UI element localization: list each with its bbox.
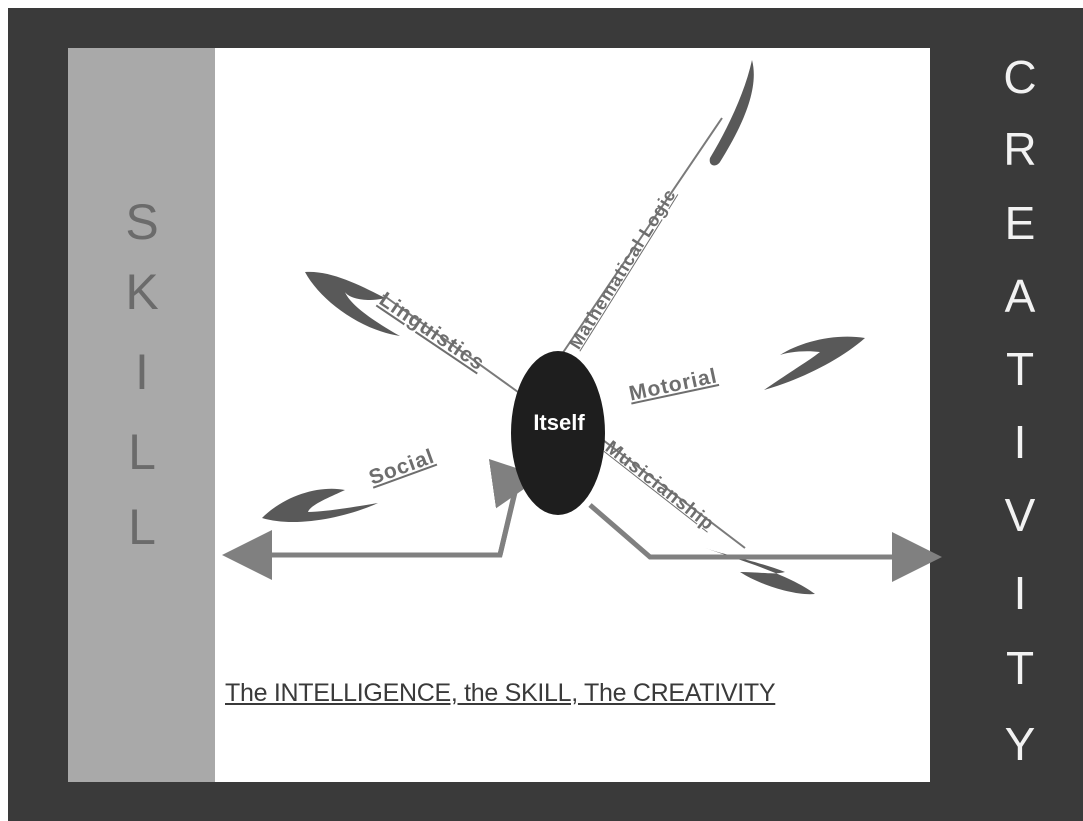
itself-label: Itself — [513, 410, 605, 436]
diagram-caption: The INTELLIGENCE, the SKILL, The CREATIV… — [225, 679, 775, 708]
swoosh-motorial — [764, 337, 865, 390]
creativity-arrow — [590, 505, 932, 557]
swoosh-mathematical-logic — [710, 60, 754, 165]
swoosh-social — [262, 489, 378, 522]
